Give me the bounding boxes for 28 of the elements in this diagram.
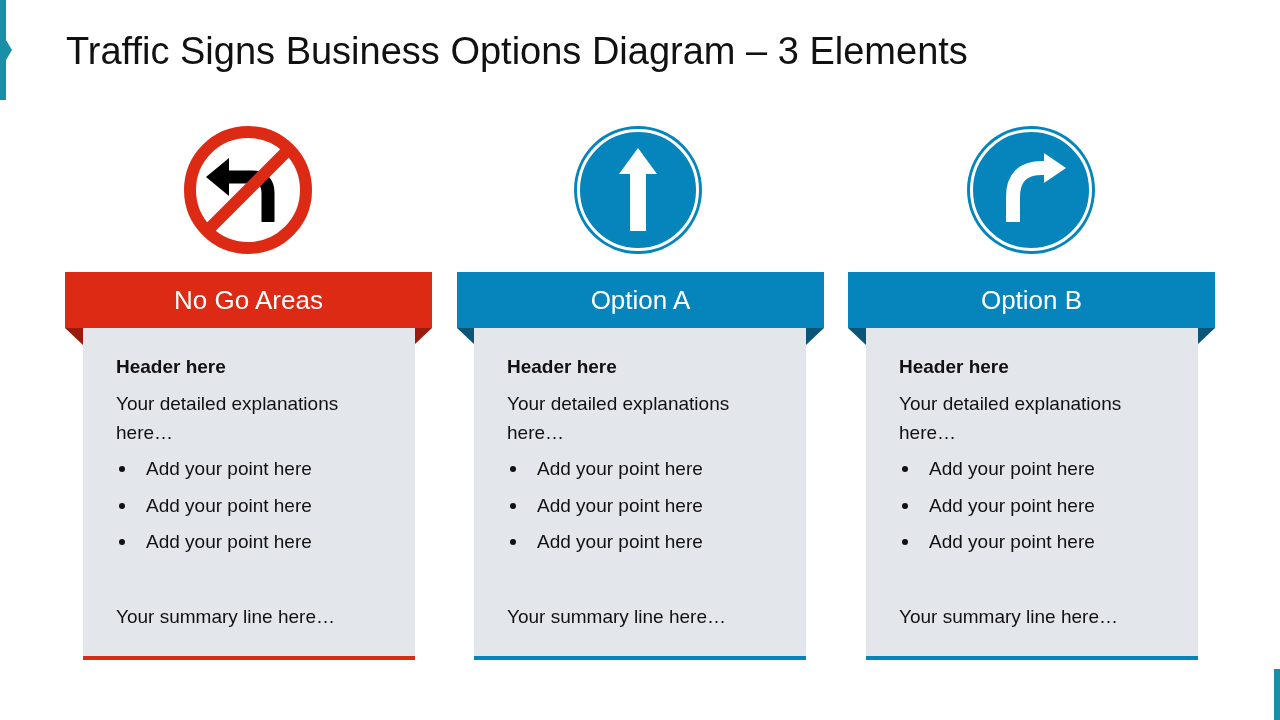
- slide-title: Traffic Signs Business Options Diagram – 3 Elements: [66, 29, 968, 74]
- content-card: [83, 328, 415, 660]
- ribbon-title: Option B: [980, 284, 1083, 316]
- bullet-point-text: Add your point here: [929, 457, 1095, 481]
- card-heading: Header here: [899, 355, 1009, 379]
- card-summary: Your summary line here…: [116, 605, 335, 629]
- title-ribbon: [457, 272, 824, 328]
- card-summary: Your summary line here…: [899, 605, 1118, 629]
- card-description: Your detailed explanations here…: [116, 392, 340, 445]
- card-heading: Header here: [116, 355, 226, 379]
- bullet-point-text: Add your point here: [537, 530, 703, 554]
- content-card: [474, 328, 806, 660]
- title-ribbon: [848, 272, 1215, 328]
- bullet-point-text: Add your point here: [146, 493, 312, 518]
- content-card: [866, 328, 1198, 660]
- card-description: Your detailed explanations here…: [899, 392, 1123, 445]
- card-description: Your detailed explanations here…: [507, 392, 731, 445]
- bullet-point-text: Add your point here: [929, 493, 1095, 518]
- bullet-point-text: Add your point here: [929, 530, 1095, 554]
- bullet-point-text: Add your point here: [146, 530, 312, 554]
- card-heading: Header here: [507, 355, 617, 379]
- bullet-point-text: Add your point here: [537, 493, 703, 518]
- ribbon-title: No Go Areas: [174, 284, 323, 316]
- bullet-point-text: Add your point here: [146, 457, 312, 481]
- title-ribbon: [65, 272, 432, 328]
- card-summary: Your summary line here…: [507, 605, 726, 629]
- bullet-point-text: Add your point here: [537, 457, 703, 481]
- ribbon-title: Option A: [590, 284, 691, 316]
